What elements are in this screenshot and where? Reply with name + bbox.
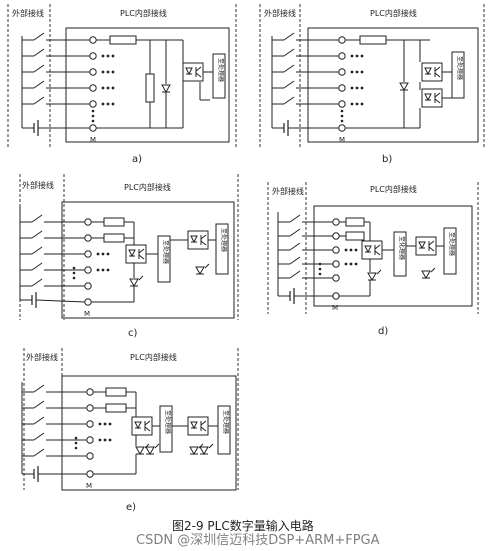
processor-label-d1: 至化理器 (398, 236, 406, 260)
plc-internal-label-c: PLC内部接线 (124, 182, 171, 192)
processor-label-d2: 至处理器 (448, 232, 456, 256)
processor-label-a: 至处理器 (217, 58, 225, 82)
processor-label-e2: 至处理器 (222, 410, 230, 434)
external-wiring-label-c: 外部接线 (22, 180, 54, 190)
plc-internal-label-a: PLC内部接线 (120, 8, 167, 18)
panel-c-caption: c) (128, 328, 137, 339)
plc-internal-label-b: PLC内部接线 (370, 8, 417, 18)
external-wiring-label-d: 外部接线 (272, 186, 304, 196)
panel-a-caption: a) (132, 154, 142, 165)
panel-c: 外部接线 PLC内部接线 M (19, 174, 239, 339)
processor-label-e1: 至处理器 (164, 410, 172, 434)
processor-label-c2: 至处理器 (220, 228, 228, 252)
panel-b: 外部接线 PLC内部接线 M (259, 4, 485, 165)
panel-b-caption: b) (382, 154, 392, 165)
panel-a: 外部接线 PLC内部接线 M (7, 4, 237, 165)
external-wiring-label-b: 外部接线 (264, 8, 296, 18)
terminal-m-d: M (332, 304, 338, 312)
figure-caption: 图2-9 PLC数字量输入电路 (172, 518, 314, 533)
csdn-watermark: CSDN @深圳信迈科技DSP+ARM+FPGA (136, 533, 380, 548)
panel-e-caption: e) (126, 502, 136, 513)
panel-d: 外部接线 PLC内部接线 M (267, 182, 479, 337)
terminal-m-c: M (84, 310, 90, 318)
external-wiring-label-e: 外部接线 (26, 352, 58, 362)
terminal-m-e: M (86, 482, 92, 490)
terminal-m-b: M (339, 136, 345, 144)
plc-internal-label-d: PLC内部接线 (370, 184, 417, 194)
panel-e: 外部接线 PLC内部接线 M (21, 348, 239, 513)
processor-label-b: 至处理器 (456, 56, 464, 80)
processor-label-c1: 至处理器 (162, 240, 170, 264)
terminal-m-a: M (90, 136, 96, 144)
panel-d-caption: d) (378, 326, 388, 337)
plc-internal-label-e: PLC内部接线 (130, 352, 177, 362)
external-wiring-label-a: 外部接线 (12, 8, 44, 18)
